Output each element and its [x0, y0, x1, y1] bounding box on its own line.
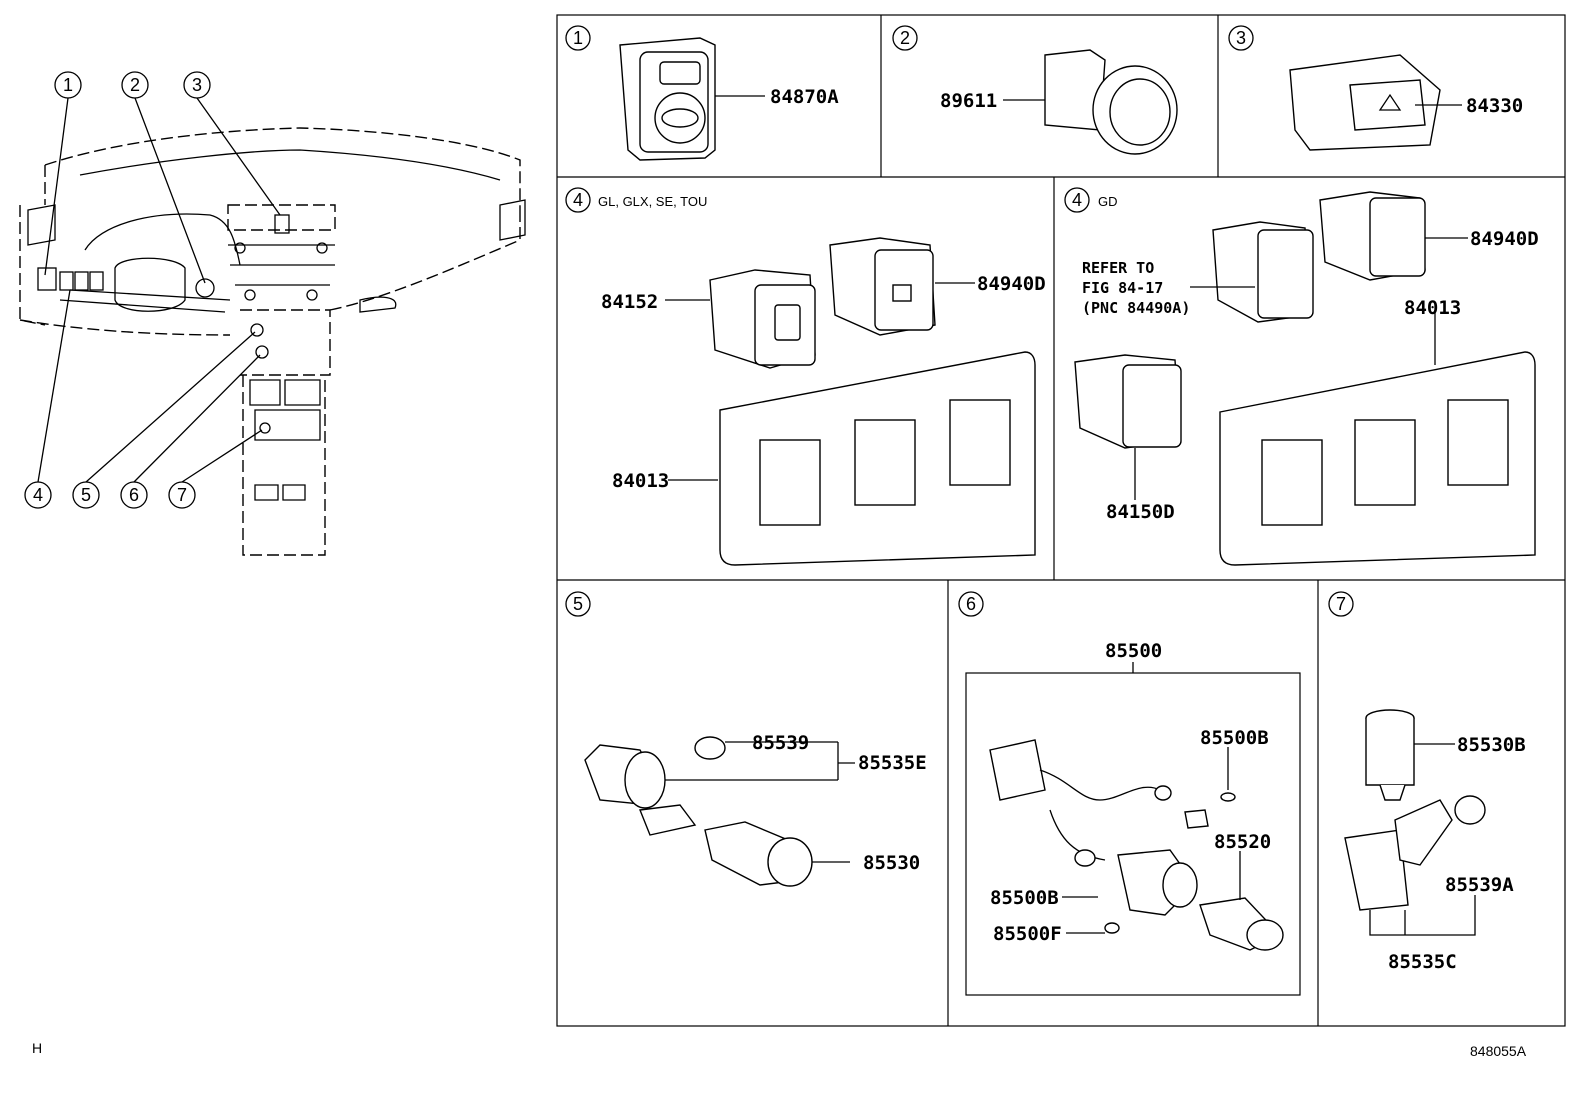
part-85539A: 85539A	[1445, 874, 1514, 896]
panel-4a-drawing	[665, 237, 1036, 566]
footer-figure-number: 848055A	[1470, 1043, 1527, 1059]
part-84150D: 84150D	[1106, 501, 1175, 523]
callout-7: 7	[177, 485, 187, 505]
overview-callouts: 1 2 3 4 5 6 7	[24, 71, 281, 509]
panel-4a-number: 4	[573, 190, 583, 210]
panel-6-number: 6	[966, 594, 976, 614]
panel-4a-variant: GL, GLX, SE, TOU	[598, 194, 707, 209]
part-85539: 85539	[752, 732, 809, 754]
part-85520: 85520	[1214, 831, 1271, 853]
part-89611: 89611	[940, 90, 997, 112]
callout-5: 5	[81, 485, 91, 505]
refer-line-1: REFER TO	[1082, 259, 1154, 277]
part-85500: 85500	[1105, 640, 1162, 662]
panel-3-number: 3	[1236, 28, 1246, 48]
refer-line-3: (PNC 84490A)	[1082, 299, 1190, 317]
panel-grid	[556, 14, 1566, 1027]
callout-2: 2	[130, 75, 140, 95]
callout-6: 6	[129, 485, 139, 505]
panel-5-drawing	[584, 736, 855, 887]
panel-1-number: 1	[573, 28, 583, 48]
panel-4b-drawing	[1074, 191, 1536, 566]
panel-7-drawing	[1344, 709, 1486, 936]
part-85500B-top: 85500B	[1200, 727, 1269, 749]
refer-line-2: FIG 84-17	[1082, 279, 1163, 297]
footer-left-code: H	[32, 1040, 42, 1056]
part-85535C: 85535C	[1388, 951, 1457, 973]
panel-4b-number: 4	[1072, 190, 1082, 210]
panel-4b-variant: GD	[1098, 194, 1118, 209]
part-85500F: 85500F	[993, 923, 1062, 945]
callout-3: 3	[192, 75, 202, 95]
part-84940D-a: 84940D	[977, 273, 1046, 295]
part-85500B-bottom: 85500B	[990, 887, 1059, 909]
callout-4: 4	[33, 485, 43, 505]
part-84940D-b: 84940D	[1470, 228, 1539, 250]
part-84152: 84152	[601, 291, 658, 313]
panel-numbers: 1 2 3 4 4 5 6 7 GL, GLX, SE, TOU GD	[565, 25, 1354, 617]
dashboard-overview	[19, 127, 526, 556]
part-84013-b: 84013	[1404, 297, 1461, 319]
start-button-drawing	[1003, 49, 1178, 155]
panel-5-number: 5	[573, 594, 583, 614]
hazard-switch-drawing	[1289, 54, 1462, 151]
part-84330: 84330	[1466, 95, 1523, 117]
panel-2-number: 2	[900, 28, 910, 48]
callout-1: 1	[63, 75, 73, 95]
part-84870A: 84870A	[770, 86, 839, 108]
part-84013-a: 84013	[612, 470, 669, 492]
part-85530: 85530	[863, 852, 920, 874]
panel-7-number: 7	[1336, 594, 1346, 614]
panel-6-drawing	[965, 662, 1301, 996]
part-85530B: 85530B	[1457, 734, 1526, 756]
part-85535E: 85535E	[858, 752, 927, 774]
mirror-switch-drawing	[619, 37, 765, 161]
